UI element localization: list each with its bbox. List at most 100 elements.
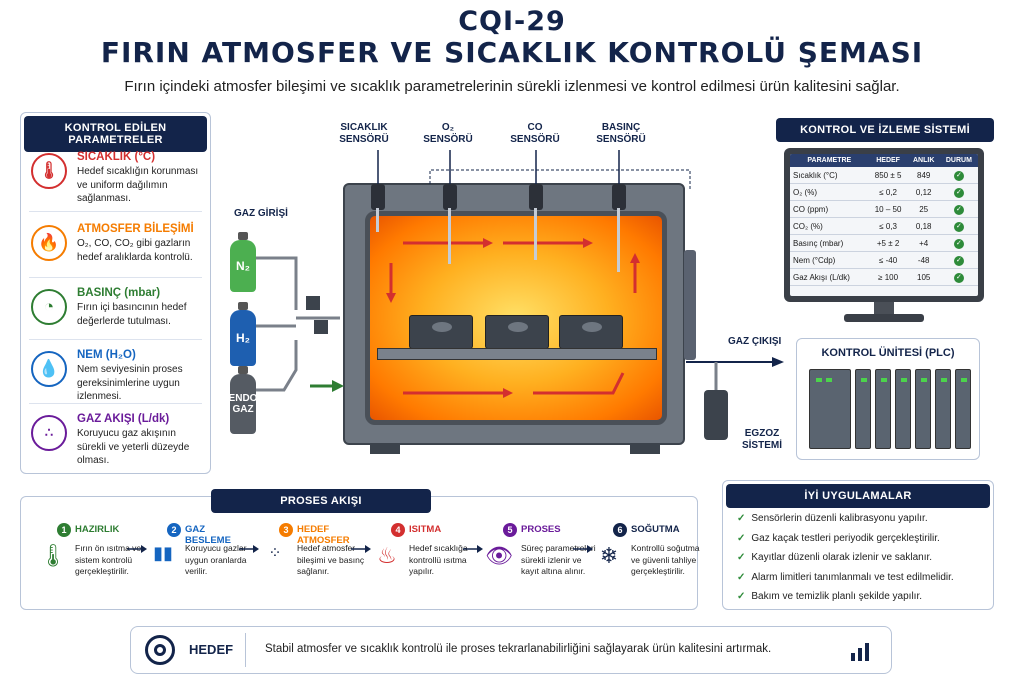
gas-inlet-piping — [256, 256, 344, 392]
check-icon: ✓ — [953, 187, 964, 198]
n2-cylinder: N₂ — [230, 240, 256, 292]
target-cell: 850 ± 5 — [868, 167, 908, 184]
plc-io-module — [935, 369, 951, 449]
check-icon: ✓ — [953, 170, 964, 181]
best-practices-panel: İYİ UYGULAMALAR ✓Sensörlerin düzenli kal… — [722, 480, 994, 610]
actual-cell: 25 — [907, 200, 940, 218]
param-title: BASINÇ (mbar) — [77, 287, 161, 299]
furnace — [343, 183, 685, 445]
o2-probe — [443, 184, 457, 210]
controlled-params-heading: KONTROL EDİLEN PARAMETRELER — [24, 116, 207, 152]
pressure-sensor-label: BASINÇ SENSÖRÜ — [596, 122, 646, 145]
gas-outlet-piping — [686, 357, 784, 440]
monitor-screen: PARAMETRE HEDEF ANLIK DURUM Sıcaklık (°C… — [790, 154, 978, 296]
plc-io-module — [855, 369, 871, 449]
actual-cell: -48 — [907, 251, 940, 269]
check-icon: ✓ — [737, 513, 746, 524]
list-item-text: Bakım ve temizlik planlı şekilde yapılır… — [751, 591, 923, 602]
plc-cpu-module — [809, 369, 851, 449]
droplet-icon: 💧 — [31, 351, 67, 387]
status-cell: ✓ — [939, 268, 978, 286]
co-probe-tip — [534, 208, 537, 260]
param-cell: CO₂ (%) — [790, 217, 869, 235]
actual-cell: +4 — [907, 234, 940, 252]
heat-icon: ♨ — [377, 543, 397, 568]
step-title: HEDEF ATMOSFER — [297, 524, 350, 546]
divider — [29, 211, 202, 212]
param-text: Nem seviyesinin proses gereksinimlerine … — [77, 364, 183, 402]
table-row: Basınç (mbar)+5 ± 2+4 ✓ — [790, 234, 978, 252]
snowflake-icon: ❄ — [599, 543, 619, 568]
step-number: 1 — [57, 523, 71, 537]
step-title: SOĞUTMA — [631, 524, 680, 535]
furnace-leg — [370, 444, 400, 454]
page-title: FIRIN ATMOSFER VE SICAKLIK KONTROLÜ ŞEMA… — [100, 36, 924, 69]
check-icon: ✓ — [953, 204, 964, 215]
status-led — [816, 378, 822, 382]
target-cell: ≤ 0,3 — [868, 217, 908, 235]
co-sensor-label: CO SENSÖRÜ — [510, 122, 560, 145]
check-icon: ✓ — [953, 238, 964, 249]
process-flow-panel: PROSES AKIŞI 1 HAZIRLIK 🌡 Fırın ön ısıtm… — [20, 489, 700, 610]
process-flow-heading: PROSES AKIŞI — [211, 489, 431, 513]
status-cell: ✓ — [939, 200, 978, 218]
controlled-params-panel: KONTROL EDİLEN PARAMETRELER 🌡 SICAKLIK (… — [20, 112, 211, 474]
gas-outlet-label: GAZ ÇIKIŞI — [728, 336, 782, 347]
step-title: ISITMA — [409, 524, 442, 535]
param-title: GAZ AKIŞI (L/dk) — [77, 413, 170, 425]
monitoring-panel: KONTROL VE İZLEME SİSTEMİ PARAMETRE HEDE… — [776, 118, 994, 324]
step-title: PROSES — [521, 524, 561, 535]
check-icon: ✓ — [953, 255, 964, 266]
column-header: DURUM — [939, 154, 978, 167]
step-text: Hedef sıcaklığa kontrollü ısıtma yapılır… — [409, 543, 468, 576]
step-title: HAZIRLIK — [75, 524, 120, 535]
param-text: Hedef sıcaklığın korunması ve uniform da… — [77, 166, 199, 204]
step-title: GAZ BESLEME — [185, 524, 231, 546]
goal-text: Stabil atmosfer ve sıcaklık kontrolü ile… — [265, 643, 772, 655]
furnace-door-handle — [684, 250, 696, 360]
page-subtitle: Fırın içindeki atmosfer bileşimi ve sıca… — [124, 78, 900, 95]
co-probe — [529, 184, 543, 210]
step-number: 3 — [279, 523, 293, 537]
molecules-icon: ⁘ — [268, 545, 282, 562]
param-title: NEM (H₂O) — [77, 349, 136, 361]
cylinder-valve — [238, 366, 248, 374]
o2-sensor-label: O₂ SENSÖRÜ — [423, 122, 473, 145]
step-text: Fırın ön ısıtma ve sistem kontrolü gerçe… — [75, 543, 142, 576]
thermometer-icon: 🌡 — [39, 543, 67, 568]
document-code: CQI-29 — [458, 6, 566, 37]
status-led — [961, 378, 967, 382]
bar-chart-icon — [851, 639, 875, 661]
list-item: ✓Alarm limitleri tanımlanmalı ve test ed… — [737, 572, 954, 583]
monitor-stand — [874, 302, 894, 316]
temperature-probe — [371, 184, 385, 210]
step-text: Hedef atmosfer bileşimi ve basınç sağlan… — [297, 543, 365, 576]
param-cell: Basınç (mbar) — [790, 234, 869, 252]
param-title: ATMOSFER BİLEŞİMİ — [77, 223, 194, 235]
status-cell: ✓ — [939, 183, 978, 201]
column-header: HEDEF — [868, 154, 908, 167]
list-item: ✓Bakım ve temizlik planlı şekilde yapılı… — [737, 591, 954, 602]
param-cell: Sıcaklık (°C) — [790, 167, 869, 184]
target-icon — [145, 635, 175, 665]
workpiece — [409, 315, 473, 349]
param-text: Koruyucu gaz akışının sürekli ve yeterli… — [77, 428, 190, 466]
gas-inlet-label: GAZ GİRİŞİ — [234, 208, 288, 219]
target-cell: +5 ± 2 — [868, 234, 908, 252]
step-number: 5 — [503, 523, 517, 537]
step-text: Süreç parametreleri sürekli izlenir ve k… — [521, 543, 596, 576]
temperature-probe-tip — [376, 208, 379, 232]
goal-panel: HEDEF Stabil atmosfer ve sıcaklık kontro… — [130, 626, 892, 674]
furnace-leg — [630, 444, 660, 454]
step-text: Kontrollü soğutma ve güvenli tahliye ger… — [631, 543, 700, 576]
list-item: ✓Kayıtlar düzenli olarak izlenir ve sakl… — [737, 552, 954, 563]
status-led — [826, 378, 832, 382]
divider — [29, 339, 202, 340]
parameter-table: PARAMETRE HEDEF ANLIK DURUM Sıcaklık (°C… — [790, 154, 978, 286]
plc-panel: KONTROL ÜNİTESİ (PLC) — [796, 338, 980, 460]
check-icon: ✓ — [953, 221, 964, 232]
status-cell: ✓ — [939, 167, 978, 184]
